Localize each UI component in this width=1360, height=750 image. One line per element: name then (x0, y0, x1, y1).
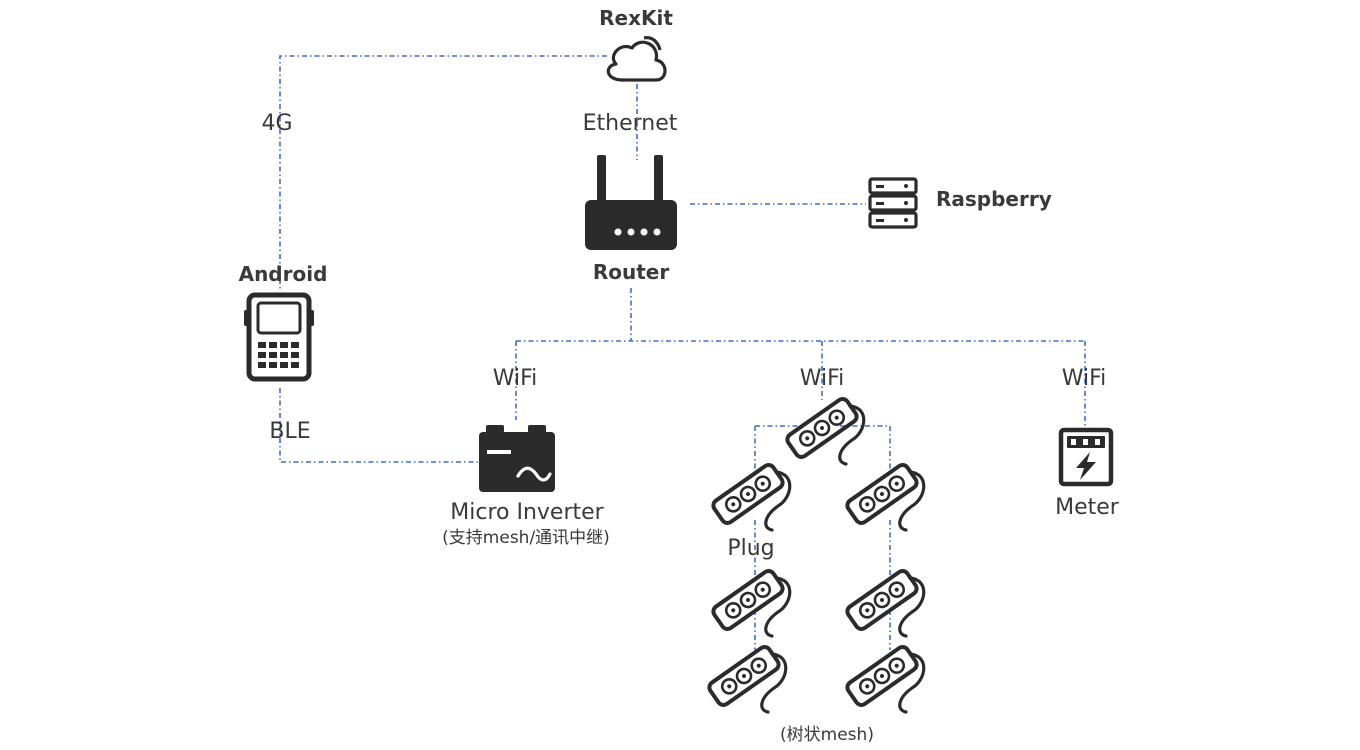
inverter-icon (479, 425, 555, 492)
power-strip-icon (843, 642, 926, 714)
server-icon (868, 177, 918, 229)
wifi-inverter-label: WiFi (493, 366, 538, 391)
meter-node: Meter (1055, 427, 1120, 520)
meter-label: Meter (1055, 495, 1120, 520)
android-node: Android (239, 262, 328, 382)
plug-mesh: Plug (树状mesh) (705, 394, 926, 745)
power-strip-icon (709, 460, 792, 532)
wifi-meter-label: WiFi (1062, 366, 1107, 391)
ethernet-label: Ethernet (583, 111, 678, 136)
plug-mesh-links (754, 425, 891, 650)
power-strip-icon (843, 460, 926, 532)
rexkit-label: RexKit (599, 6, 673, 30)
cloud-icon (606, 36, 667, 82)
wifi-bus (515, 288, 1086, 426)
rexkit-node: RexKit (599, 6, 673, 82)
plug-label: Plug (727, 536, 774, 561)
router-label: Router (593, 260, 670, 284)
micro-inverter-node: Micro Inverter (支持mesh/通讯中继) (442, 425, 610, 548)
router-node: Router (585, 155, 677, 284)
cellular-label: 4G (261, 111, 292, 136)
power-strip-icon (843, 566, 926, 638)
handheld-terminal-icon (244, 292, 314, 382)
raspberry-node: Raspberry (868, 177, 1052, 229)
micro-inverter-note: (支持mesh/通讯中继) (442, 528, 610, 548)
router-icon (585, 155, 677, 250)
electric-meter-icon (1058, 427, 1114, 487)
ble-label: BLE (269, 419, 310, 444)
android-label: Android (239, 262, 328, 286)
power-strip-icon (705, 642, 788, 714)
wifi-plug-label: WiFi (800, 366, 845, 391)
power-strip-icon (709, 566, 792, 638)
power-strip-icon (783, 394, 866, 466)
plug-note: (树状mesh) (780, 725, 874, 745)
micro-inverter-label: Micro Inverter (450, 500, 604, 525)
raspberry-label: Raspberry (936, 187, 1052, 211)
connection-lines (279, 55, 1086, 650)
link-4g (279, 55, 607, 290)
